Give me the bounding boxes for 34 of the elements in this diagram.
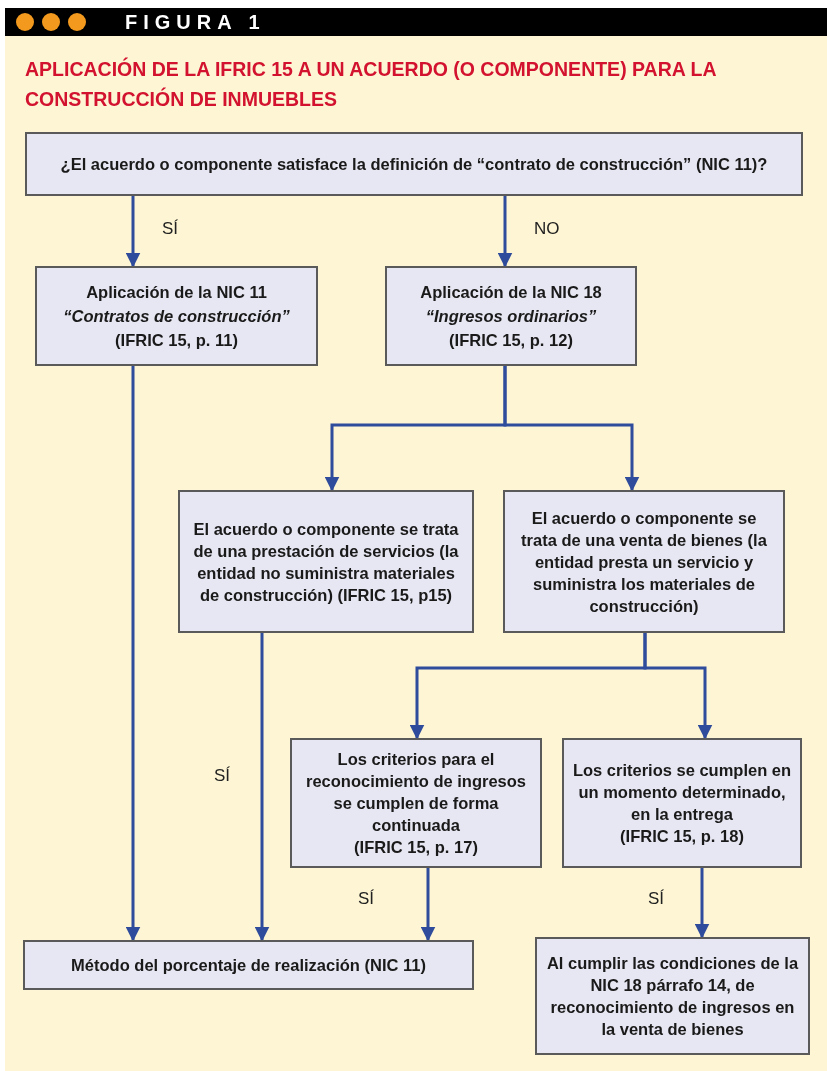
process-box (535, 937, 810, 1055)
arrow (503, 366, 640, 492)
box-text: Los criterios para el reconocimiento de ingresos se cumplen de forma continuada (304, 749, 528, 836)
box-text: Aplicación de la NIC 11 (86, 282, 267, 303)
box-text: Aplicación de la NIC 18 (420, 282, 602, 303)
box-text: (IFRIC 15, p. 12) (449, 330, 573, 351)
arrow (125, 366, 141, 942)
box-text: El acuerdo o componente se trata de una venta de bienes (la entidad presta un servicio y suministra los materiales de construcción) (520, 507, 768, 617)
process-box (23, 940, 474, 990)
process-box (562, 738, 802, 868)
box-text: “Ingresos ordinarios” (425, 306, 597, 327)
box-text: ¿El acuerdo o componente satisface la definición de “contrato de construcción” (NIC 11)? (60, 154, 768, 175)
process-box (25, 132, 803, 196)
box-text: Los criterios se cumplen en un momento determinado, en la entrega (572, 760, 792, 825)
process-box (503, 490, 785, 633)
arrow (254, 633, 270, 942)
process-box (290, 738, 542, 868)
process-box (178, 490, 474, 633)
box-text: El acuerdo o componente se trata de una prestación de servicios (la entidad no suministra materiales de construcción) (IFRIC 15, p15) (192, 518, 460, 606)
box-text: “Contratos de construcción” (63, 306, 290, 327)
box-text: (IFRIC 15, p. 18) (620, 826, 744, 847)
box-text: Método del porcentaje de realización (NIC 11) (71, 955, 426, 976)
figure-label: FIGURA 1 (125, 10, 266, 35)
arrow (125, 196, 141, 268)
arrow (497, 196, 513, 268)
process-box (385, 266, 637, 366)
box-text: (IFRIC 15, p. 17) (354, 837, 478, 858)
arrow (643, 633, 713, 740)
diagram-title: APLICACIÓN DE LA IFRIC 15 A UN ACUERDO (O COMPONENTE) PARA LA CONSTRUCCIÓN DE INMUEBLES (25, 56, 717, 112)
process-box (35, 266, 318, 366)
box-text: Al cumplir las condiciones de la NIC 18 párrafo 14, de reconocimiento de ingresos en la venta de bienes (545, 953, 800, 1040)
arrow (694, 868, 710, 939)
arrow (420, 868, 436, 942)
box-text: (IFRIC 15, p. 11) (115, 330, 238, 351)
